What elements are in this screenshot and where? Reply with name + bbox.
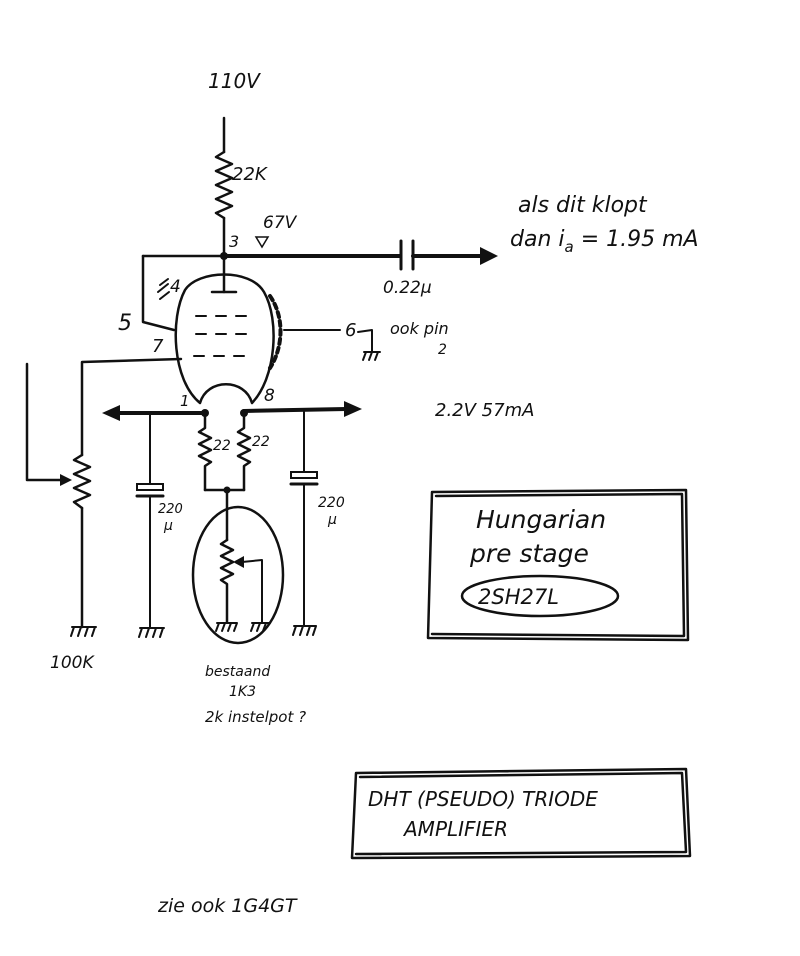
hungarian-line-1: Hungarian [476, 505, 606, 534]
pin-3-label: 3 [229, 232, 239, 251]
coupling-cap-label: 0.22μ [383, 278, 432, 298]
note-line-1: als dit klopt [518, 193, 648, 218]
grid-pot-label: 100K [50, 653, 95, 673]
filament-right-arrow-icon [344, 401, 362, 417]
filament-resistor-left [197, 411, 213, 492]
cap-right [290, 471, 318, 479]
tube-type-label: 2SH27L [478, 585, 559, 609]
trim-ground-left-icon [215, 622, 238, 632]
tube-type-oval [460, 574, 620, 618]
trim-ground-right-icon [250, 622, 271, 632]
pin-5-label: 5 [118, 311, 132, 336]
hungarian-box [426, 488, 690, 642]
filament-resistor-right-label: 22 [252, 434, 270, 450]
anode-resistor-label: 22K [232, 164, 268, 185]
pin-8-label: 8 [264, 386, 275, 406]
filament-resistor-right [236, 411, 252, 492]
filament-left-arrow-icon [102, 405, 120, 421]
filament-resistor-left-label: 22 [213, 438, 231, 454]
pin-6-label: 6 [345, 320, 356, 341]
title-line-2: AMPLIFIER [402, 817, 508, 841]
supply-voltage-label: 110V [208, 69, 261, 93]
anode-voltage-label: 67V [263, 213, 298, 233]
screen-wire [141, 254, 176, 332]
tube-envelope [174, 273, 275, 405]
cap-right-unit: μ [327, 512, 337, 528]
cap-left [136, 483, 164, 491]
input-wire [25, 362, 64, 482]
anode-resistor [214, 150, 234, 220]
title-line-1: DHT (PSEUDO) TRIODE [368, 787, 598, 811]
pin-1-label: 1 [180, 392, 190, 410]
pin-6-note: ook pin [390, 319, 449, 338]
note-line-2: dan ia = 1.95 mA [510, 227, 699, 256]
cap-left-unit: μ [163, 518, 173, 534]
cap-left-ground-icon [138, 627, 165, 638]
hungarian-line-2: pre stage [469, 539, 589, 568]
pin-2-label: 2 [438, 342, 447, 358]
trim-line-2: 1K3 [229, 684, 256, 700]
trim-wiper-wire [241, 559, 263, 623]
trim-pot [219, 538, 235, 624]
voltage-marker-icon [254, 236, 270, 249]
grid-wire [80, 357, 183, 457]
trim-wiper-arrow-icon [233, 556, 244, 568]
filament-right-wire [242, 407, 348, 413]
grid-pot [72, 453, 92, 510]
output-arrow-icon [480, 247, 498, 265]
pin-6-ground-icon [362, 351, 381, 361]
grid-dashes [193, 315, 247, 357]
wiper-arrow-icon [60, 474, 72, 486]
trim-line-3: 2k instelpot ? [205, 708, 306, 726]
pin-7-label: 7 [152, 336, 164, 357]
pin-6-ground-wire [357, 329, 373, 353]
pin-4-label: 4 [170, 277, 181, 297]
cap-left-label: 220 [158, 502, 183, 517]
pin-4-hatch-icon [157, 278, 170, 300]
filament-spec: 2.2V 57mA [435, 400, 534, 421]
shield-dashes [268, 294, 283, 370]
grid-pot-ground-icon [70, 626, 97, 637]
footer-note: zie ook 1G4GT [157, 895, 298, 917]
cap-right-label: 220 [318, 495, 345, 511]
cap-right-ground-icon [292, 625, 317, 636]
trim-line-1: bestaand [205, 664, 270, 680]
title-box [350, 767, 692, 860]
trim-oval [191, 505, 285, 645]
